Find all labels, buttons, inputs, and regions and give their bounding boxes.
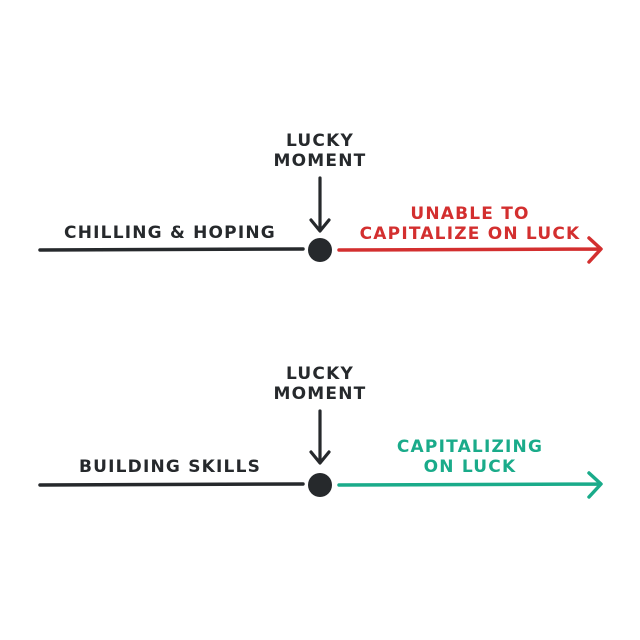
after-timeline-arrow	[337, 236, 603, 264]
lucky-moment-dot	[308, 473, 332, 497]
before-label: BUILDING SKILLS	[79, 457, 261, 477]
after-label-line1: UNABLE TO	[410, 204, 529, 224]
lucky-moment-label-line2: MOMENT	[274, 384, 367, 404]
lucky-moment-label-line2: MOMENT	[274, 151, 367, 171]
before-timeline	[38, 482, 305, 487]
down-arrow-icon	[309, 176, 331, 233]
after-label-line2: ON LUCK	[424, 457, 517, 477]
after-label-line1: CAPITALIZING	[397, 437, 543, 457]
down-arrow-icon	[309, 409, 331, 465]
timeline-panel-chilling: LUCKY MOMENT CHILLING & HOPING UNABLE TO…	[38, 131, 603, 264]
lucky-moment-dot	[308, 238, 332, 262]
lucky-moment-label-line1: LUCKY	[286, 364, 354, 384]
before-label: CHILLING & HOPING	[64, 223, 276, 243]
after-label-line2: CAPITALIZE ON LUCK	[360, 224, 581, 244]
before-timeline	[38, 247, 305, 252]
lucky-moment-label-line1: LUCKY	[286, 131, 354, 151]
timeline-panel-building: LUCKY MOMENT BUILDING SKILLS CAPITALIZIN…	[38, 364, 603, 499]
after-timeline-arrow	[337, 471, 603, 499]
